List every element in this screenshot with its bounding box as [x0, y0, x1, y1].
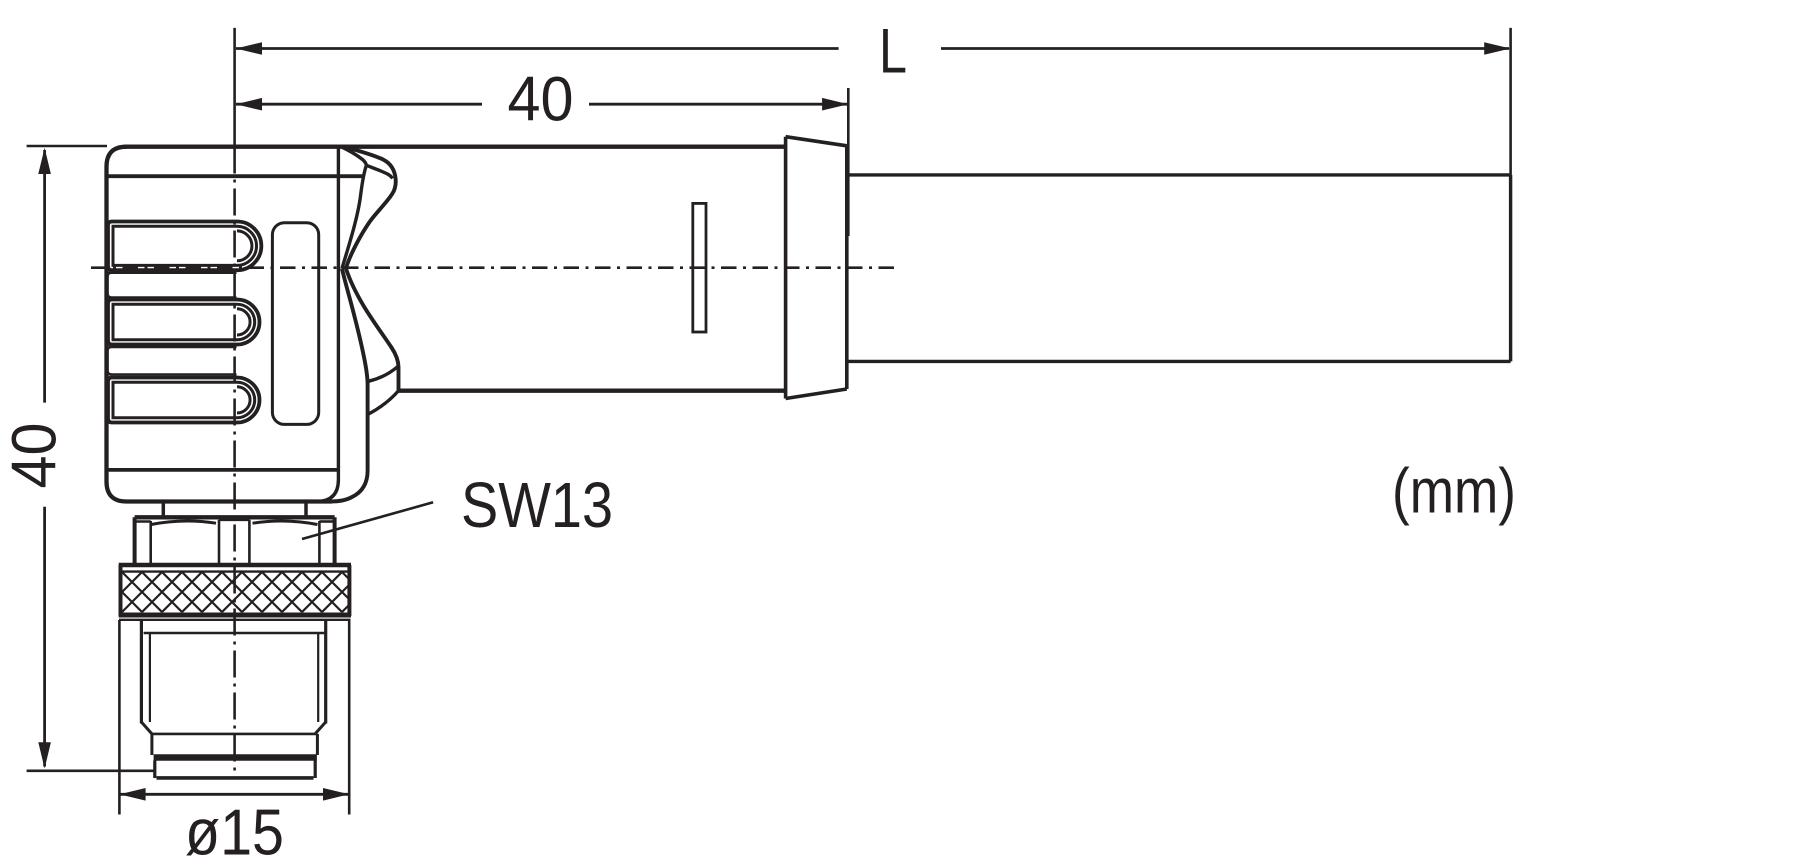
svg-text:L: L	[879, 17, 907, 87]
svg-text:(mm): (mm)	[1392, 456, 1516, 526]
svg-text:40: 40	[508, 65, 574, 135]
svg-text:SW13: SW13	[461, 469, 613, 541]
svg-text:ø15: ø15	[185, 796, 284, 863]
svg-text:40: 40	[0, 423, 70, 489]
